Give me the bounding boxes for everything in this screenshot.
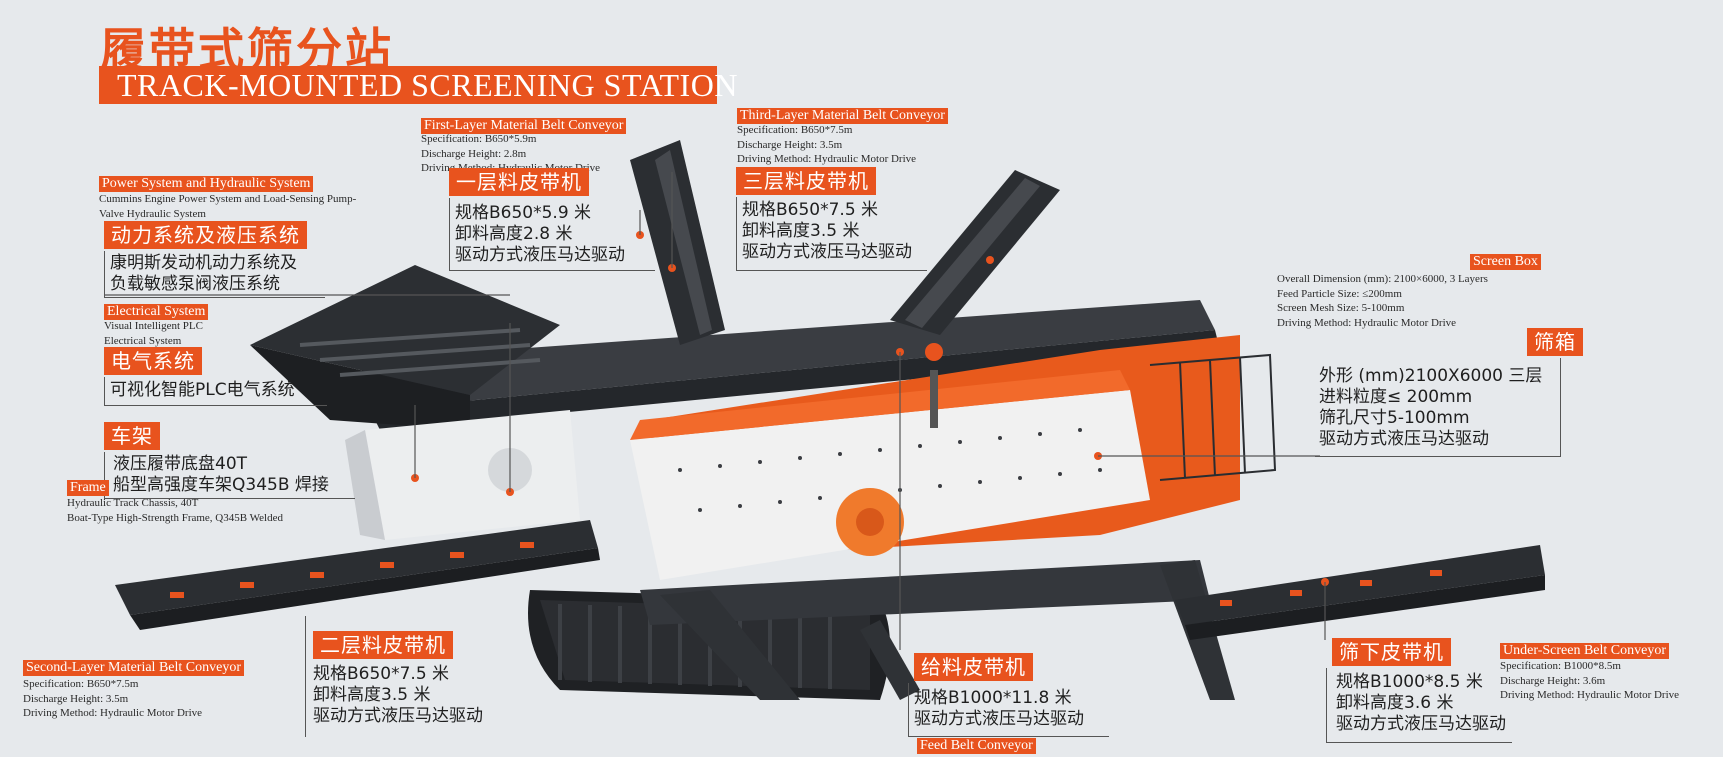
electrical-en-lines: Visual Intelligent PLC Electrical System: [104, 319, 203, 348]
feed-belt-cn-lines: 规格B1000*11.8 米 驱动方式液压马达驱动: [914, 688, 1084, 730]
desc-line: 液压履带底盘40T: [113, 454, 248, 474]
desc-line: 可视化智能PLC电气系统: [110, 380, 295, 400]
desc-line: Visual Intelligent PLC: [104, 320, 203, 332]
second-layer-en-lines: Specification: B650*7.5m Discharge Heigh…: [23, 677, 202, 721]
screen-box-en-title: Screen Box: [1470, 254, 1541, 270]
height-line: 卸料高度3.6 米: [1336, 693, 1454, 713]
engine-housing: [345, 410, 580, 540]
height-line: Discharge Height: 3.5m: [737, 138, 843, 151]
electrical-cn-lines: 可视化智能PLC电气系统: [110, 380, 295, 401]
first-layer-bracket: [449, 198, 655, 271]
spec-line: Specification: B650*5.9m: [421, 133, 537, 145]
power-cn-title: 动力系统及液压系统: [104, 221, 307, 249]
spec-line: Specification: B650*7.5m: [737, 124, 853, 136]
third-layer-en-lines: Specification: B650*7.5m Discharge Heigh…: [737, 123, 916, 167]
under-screen-en-title: Under-Screen Belt Conveyor: [1500, 643, 1670, 659]
spec-line: 规格B650*5.9 米: [455, 203, 592, 223]
screen-box-cn-lines: 外形 (mm)2100X6000 三层 进料粒度≤ 200mm 筛孔尺寸5-10…: [1319, 366, 1542, 450]
first-layer-en-title: First-Layer Material Belt Conveyor: [421, 118, 627, 134]
screen-box-cn-title: 筛箱: [1527, 328, 1583, 356]
desc-line: Electrical System: [104, 334, 182, 347]
drive-line: 驱动方式液压马达驱动: [742, 242, 912, 262]
feed-belt-cn-title: 给料皮带机: [914, 653, 1033, 681]
power-en-lines: Cummins Engine Power System and Load-Sen…: [99, 192, 356, 221]
third-layer-en-title: Third-Layer Material Belt Conveyor: [737, 108, 948, 124]
page-title-en: TRACK-MOUNTED SCREENING STATION: [99, 66, 737, 104]
drive-line: Driving Method: Hydraulic Motor Drive: [23, 707, 203, 719]
third-layer-bracket: [736, 197, 927, 271]
desc-line: 船型高强度车架Q345B 焊接: [113, 475, 329, 495]
height-line: 卸料高度3.5 米: [742, 221, 860, 241]
second-layer-cn-lines: 规格B650*7.5 米 卸料高度3.5 米 驱动方式液压马达驱动: [313, 664, 483, 727]
mesh-size-line: 筛孔尺寸5-100mm: [1319, 408, 1470, 428]
spec-line: 规格B650*7.5 米: [742, 200, 879, 220]
drive-line: 驱动方式液压马达驱动: [914, 709, 1084, 729]
second-layer-en-title: Second-Layer Material Belt Conveyor: [23, 660, 244, 676]
drive-line: 驱动方式液压马达驱动: [1336, 714, 1506, 734]
feed-belt-en-title: Feed Belt Conveyor: [917, 738, 1036, 754]
frame-cn-lines: 液压履带底盘40T 船型高强度车架Q345B 焊接: [113, 454, 329, 496]
spec-line: 规格B1000*11.8 米: [914, 688, 1072, 708]
desc-line: Cummins Engine Power System and Load-Sen…: [99, 193, 357, 205]
second-layer-conveyor: [115, 520, 600, 630]
feed-size-line: Feed Particle Size: ≤200mm: [1277, 287, 1402, 300]
drive-line: Driving Method: Hydraulic Motor Drive: [1277, 316, 1457, 329]
frame-en-title: Frame: [67, 480, 109, 496]
drive-line: 驱动方式液压马达驱动: [455, 245, 625, 265]
frame-bracket: [104, 452, 355, 499]
second-layer-cn-title: 二层料皮带机: [313, 631, 453, 659]
under-screen-en-lines: Specification: B1000*8.5m Discharge Heig…: [1500, 659, 1679, 703]
dimension-line: 外形 (mm)2100X6000 三层: [1319, 366, 1543, 386]
electrical-cn-title: 电气系统: [104, 347, 202, 375]
frame-en-lines: Hydraulic Track Chassis, 40T Boat-Type H…: [67, 496, 283, 525]
height-line: 卸料高度3.5 米: [313, 685, 431, 705]
third-layer-cn-lines: 规格B650*7.5 米 卸料高度3.5 米 驱动方式液压马达驱动: [742, 200, 912, 263]
height-line: Discharge Height: 3.5m: [23, 692, 129, 705]
height-line: 卸料高度2.8 米: [455, 224, 573, 244]
screen-box: [630, 335, 1277, 580]
desc-line: Boat-Type High-Strength Frame, Q345B Wel…: [67, 511, 283, 524]
height-line: Discharge Height: 3.6m: [1500, 674, 1606, 687]
spec-line: 规格B650*7.5 米: [313, 664, 450, 684]
second-layer-bracket: [305, 616, 306, 737]
electrical-en-title: Electrical System: [104, 304, 209, 320]
leader-lines: [105, 172, 1326, 650]
electrical-bracket: [104, 377, 327, 406]
desc-line: 负载敏感泵阀液压系统: [110, 274, 280, 294]
desc-line: 康明斯发动机动力系统及: [110, 253, 297, 273]
spec-line: Specification: B650*7.5m: [23, 678, 139, 690]
first-layer-cn-lines: 规格B650*5.9 米 卸料高度2.8 米 驱动方式液压马达驱动: [455, 203, 625, 266]
spec-line: Specification: B1000*8.5m: [1500, 660, 1621, 672]
under-screen-conveyor: [1175, 545, 1545, 640]
power-bracket: [104, 251, 325, 298]
height-line: Discharge Height: 2.8m: [421, 147, 527, 160]
drive-line: 驱动方式液压马达驱动: [1319, 429, 1489, 449]
power-en-title: Power System and Hydraulic System: [99, 176, 314, 192]
first-layer-cn-title: 一层料皮带机: [449, 168, 589, 196]
under-screen-cn-title: 筛下皮带机: [1332, 638, 1451, 666]
drive-line: Driving Method: Hydraulic Motor Drive: [737, 153, 917, 165]
power-cn-lines: 康明斯发动机动力系统及 负载敏感泵阀液压系统: [110, 253, 297, 295]
under-screen-cn-lines: 规格B1000*8.5 米 卸料高度3.6 米 驱动方式液压马达驱动: [1336, 672, 1506, 735]
third-layer-conveyor: [890, 170, 1060, 335]
dimension-line: Overall Dimension (mm): 2100×6000, 3 Lay…: [1277, 273, 1488, 285]
spec-line: 规格B1000*8.5 米: [1336, 672, 1483, 692]
third-layer-cn-title: 三层料皮带机: [736, 167, 876, 195]
drive-line: 驱动方式液压马达驱动: [313, 706, 483, 726]
feed-belt-bracket: [908, 683, 1109, 737]
desc-line: Valve Hydraulic System: [99, 207, 206, 220]
screen-box-bracket: [1315, 358, 1561, 457]
desc-line: Hydraulic Track Chassis, 40T: [67, 497, 199, 509]
mesh-size-line: Screen Mesh Size: 5-100mm: [1277, 302, 1405, 314]
screen-box-en-lines: Overall Dimension (mm): 2100×6000, 3 Lay…: [1277, 272, 1488, 330]
feed-size-line: 进料粒度≤ 200mm: [1319, 387, 1473, 407]
frame-cn-title: 车架: [104, 422, 160, 450]
feed-conveyor: [860, 343, 943, 700]
drive-line: Driving Method: Hydraulic Motor Drive: [1500, 689, 1680, 701]
under-screen-bracket: [1326, 668, 1512, 743]
